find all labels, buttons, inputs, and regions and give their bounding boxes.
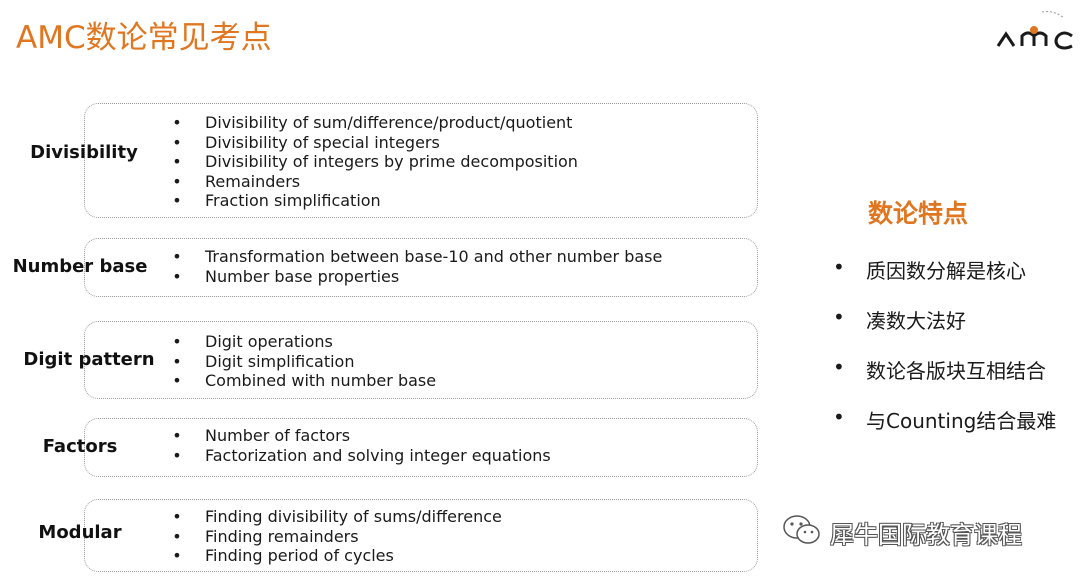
topic-label: Factors	[42, 436, 118, 457]
watermark: 犀牛国际教育课程	[782, 512, 1022, 552]
list-item: •Number of factors	[172, 426, 351, 445]
topic-box	[84, 103, 758, 218]
list-item: •Remainders	[172, 171, 301, 191]
topic-items: •Transformation between base-10 and othe…	[172, 247, 662, 286]
list-item: •Divisibility of special integers	[172, 132, 440, 152]
list-item: •Combined with number base	[172, 371, 437, 391]
list-item: •凑数大法好	[833, 305, 966, 333]
wechat-icon	[782, 513, 822, 551]
list-item: •Number base properties	[172, 266, 400, 286]
topic-items: •Divisibility of sum/difference/product/…	[172, 113, 578, 211]
page-title: AMC数论常见考点	[16, 20, 272, 56]
topic-items: •Number of factors •Factorization and so…	[172, 426, 551, 465]
features-list: •质因数分解是核心 •凑数大法好 •数论各版块互相结合 •与Counting结合…	[833, 255, 1056, 455]
list-item: •数论各版块互相结合	[833, 355, 1046, 383]
list-item: •Factorization and solving integer equat…	[172, 445, 551, 465]
list-item: •Fraction simplification	[172, 191, 381, 211]
topic-box	[84, 499, 758, 572]
topic-label: Divisibility	[30, 142, 138, 163]
list-item: •Divisibility of sum/difference/product/…	[172, 113, 573, 132]
list-item: •质因数分解是核心	[833, 255, 1026, 283]
watermark-text: 犀牛国际教育课程	[830, 520, 1022, 549]
list-item: •Finding remainders	[172, 526, 359, 546]
topic-box	[84, 418, 758, 477]
topic-label: Number base	[12, 256, 148, 277]
list-item: •与Counting结合最难	[833, 405, 1057, 433]
list-item: •Digit simplification	[172, 351, 355, 371]
topic-box	[84, 321, 758, 399]
list-item: •Divisibility of integers by prime decom…	[172, 152, 578, 172]
topic-label: Digit pattern	[23, 349, 155, 370]
topic-label: Modular	[38, 522, 122, 543]
topic-box	[84, 238, 758, 297]
list-item: •Digit operations	[172, 332, 333, 351]
amc-logo	[992, 4, 1078, 52]
topic-items: •Digit operations •Digit simplification …	[172, 332, 436, 391]
list-item: •Finding period of cycles	[172, 546, 394, 566]
list-item: •Finding divisibility of sums/difference	[172, 507, 502, 526]
features-title: 数论特点	[868, 199, 969, 228]
list-item: •Transformation between base-10 and othe…	[172, 247, 663, 266]
topic-items: •Finding divisibility of sums/difference…	[172, 507, 502, 566]
